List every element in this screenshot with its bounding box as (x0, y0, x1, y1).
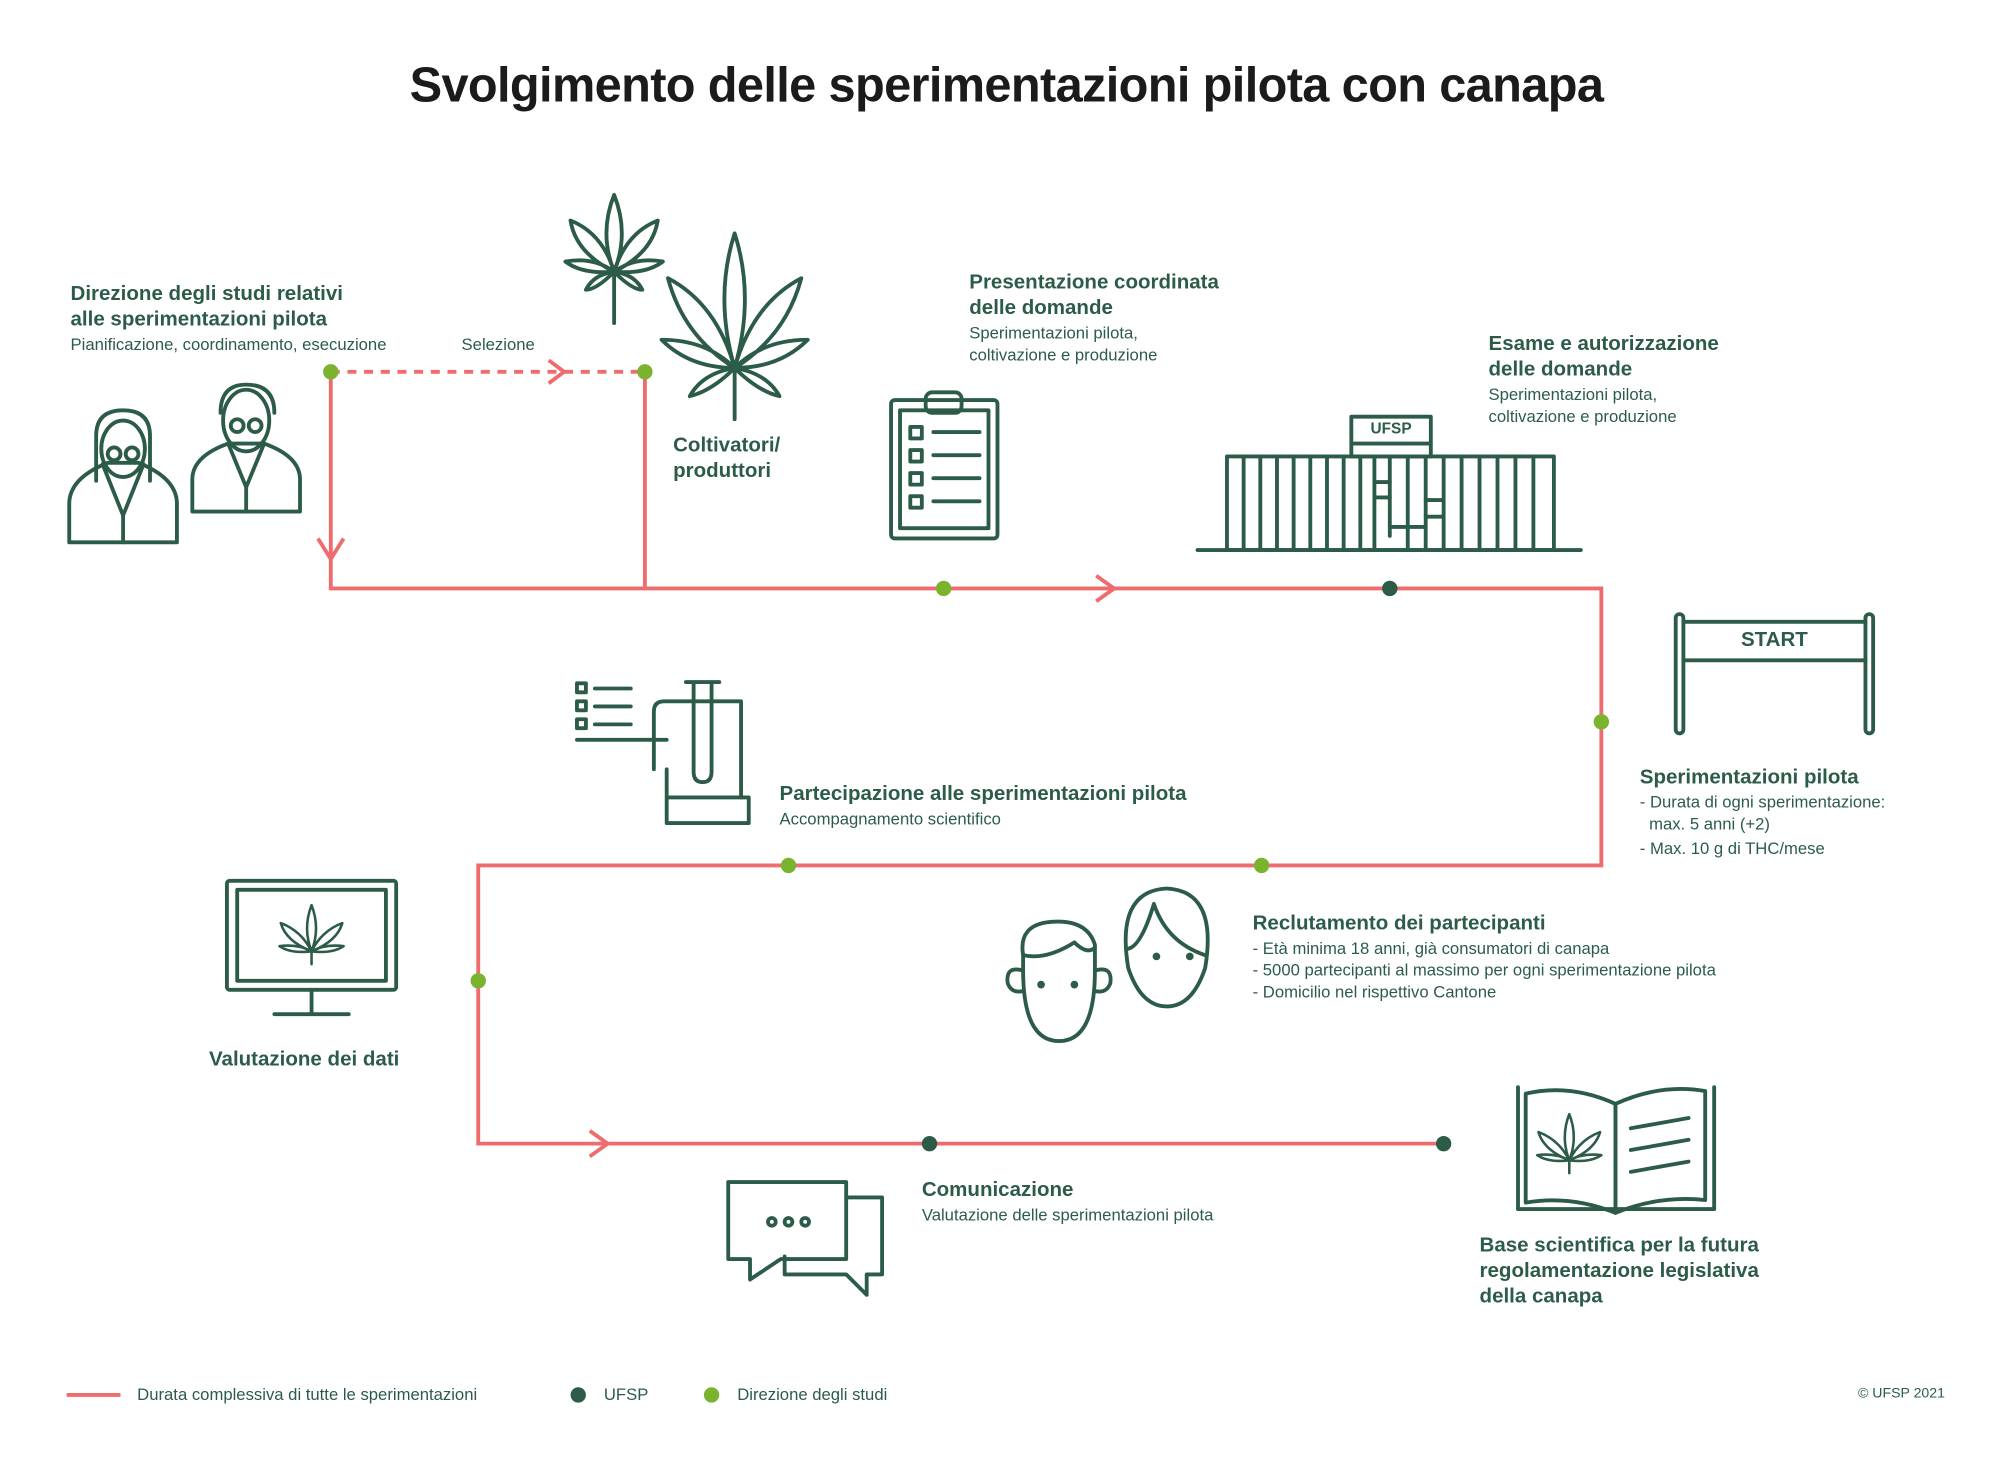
valutazione-label: Valutazione dei dati (208, 1048, 400, 1071)
sperimentazioni-block: Sperimentazioni pilota - Durata di ogni … (1639, 766, 1886, 858)
flow-path (316, 358, 1604, 1159)
direzione-dot (470, 973, 486, 989)
page-title: Svolgimento delle sperimentazioni pilota… (409, 58, 1604, 113)
cannabis-leaf-icon (563, 192, 665, 326)
researchers-icon (67, 382, 302, 545)
legend-ufsp-label: UFSP (603, 1384, 649, 1404)
copyright: © UFSP 2021 (1857, 1385, 1945, 1402)
ufsp-building-icon (1195, 414, 1583, 552)
legend-line-label: Durata complessiva di tutte le speriment… (137, 1384, 478, 1404)
legend-direzione-label: Direzione degli studi (737, 1384, 888, 1404)
presentazione-block: Presentazione coordinata delle domande S… (969, 271, 1219, 365)
legend-ufsp-dot (570, 1387, 586, 1403)
monitor-icon (225, 878, 399, 1017)
direzione-sub: Pianificazione, coordinamento, esecuzion… (70, 334, 387, 354)
direzione-dot (935, 580, 952, 597)
arrow-icon (588, 1129, 612, 1159)
lab-research-icon (575, 680, 751, 826)
open-book-icon (1516, 1085, 1717, 1215)
direzione-dot (1253, 857, 1270, 874)
ufsp-dot (1435, 1135, 1452, 1152)
start-sign-label: START (1740, 629, 1808, 652)
timeline-line (328, 371, 1604, 1146)
arrow-icon (547, 358, 568, 385)
direzione-dot (1593, 714, 1610, 730)
cannabis-leaf-icon (659, 231, 810, 422)
building-label: UFSP (1370, 419, 1412, 438)
chat-bubbles-icon (726, 1180, 885, 1297)
milestone-dots (323, 364, 1610, 1152)
base-scientifica-block: Base scientifica per la futura regolamen… (1479, 1234, 1759, 1308)
esame-block: Esame e autorizzazione delle domande Spe… (1488, 333, 1719, 426)
comunicazione-block: Comunicazione Valutazione delle sperimen… (921, 1179, 1214, 1225)
participants-icon (1005, 886, 1210, 1043)
clipboard-icon (889, 390, 1000, 541)
direzione-dot (780, 857, 797, 874)
start-sign-icon (1673, 612, 1876, 736)
legend-direzione-dot (703, 1387, 720, 1403)
ufsp-dot (921, 1135, 938, 1152)
partecipazione-block: Partecipazione alle sperimentazioni pilo… (779, 783, 1187, 829)
reclutamento-block: Reclutamento dei partecipanti - Età mini… (1252, 912, 1716, 1002)
selezione-label: Selezione (461, 334, 535, 354)
direzione-dot (637, 364, 653, 380)
direzione-dot (323, 364, 339, 380)
coltivatori-label: Coltivatori/produttori (673, 434, 781, 483)
ufsp-dot (1382, 580, 1398, 597)
arrow-icon (316, 537, 346, 563)
arrow-icon (1095, 574, 1118, 603)
